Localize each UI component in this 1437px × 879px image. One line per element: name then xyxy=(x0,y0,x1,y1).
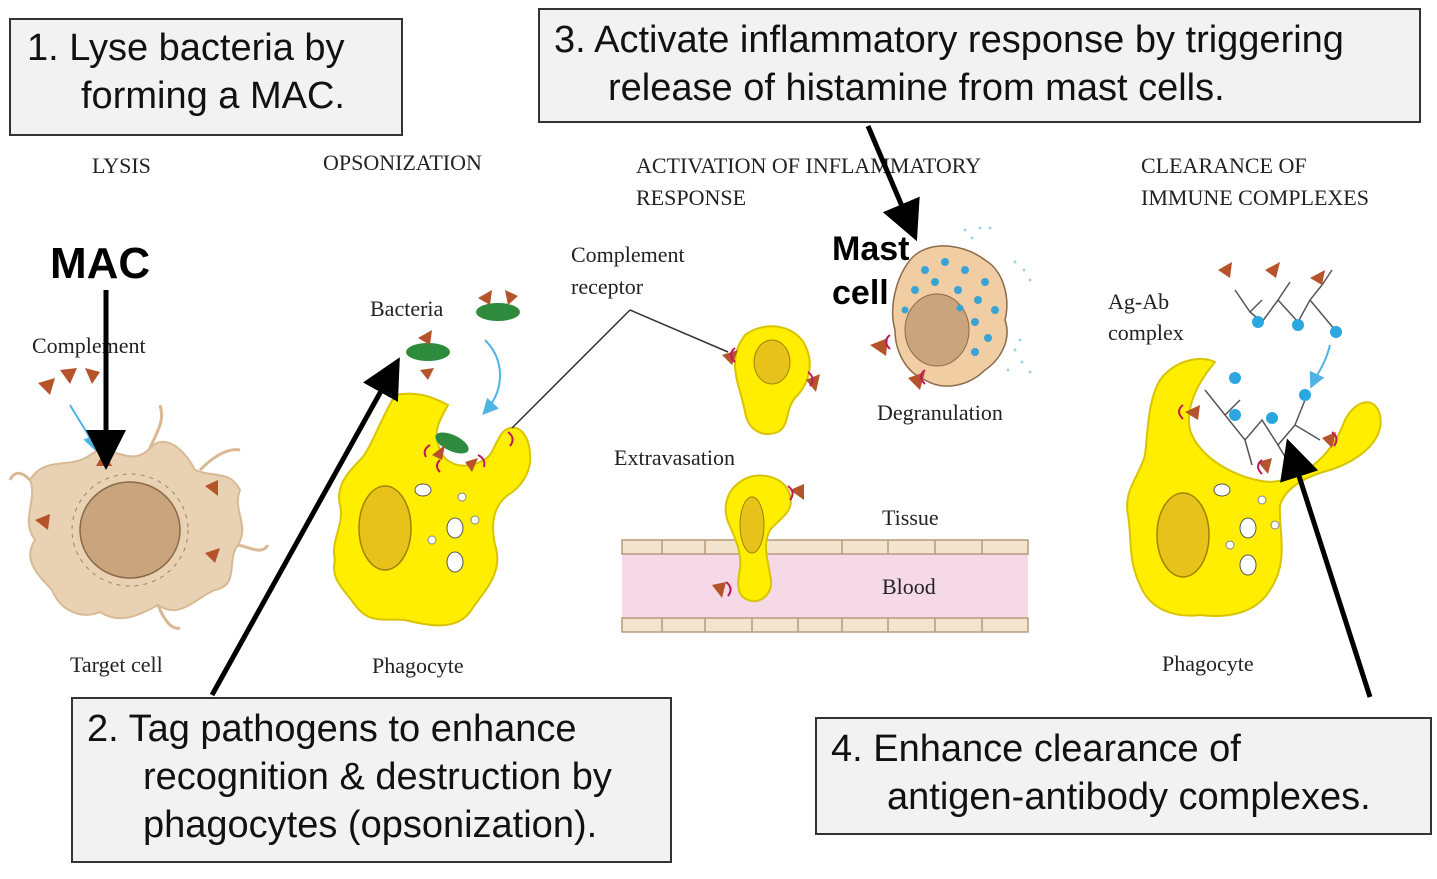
label-phagocyte-2: Phagocyte xyxy=(1162,651,1254,676)
label-complement-receptor-line2: receptor xyxy=(571,274,644,299)
opsonization-arrow xyxy=(209,357,400,697)
callout-inflammation-line1: 3. Activate inflammatory response by tri… xyxy=(554,19,1344,61)
callout-lysis-line2: forming a MAC. xyxy=(81,75,345,117)
label-complement: Complement xyxy=(32,333,146,358)
callout-opsonization-line1: 2. Tag pathogens to enhance xyxy=(87,708,577,750)
callout-inflammation-line2: release of histamine from mast cells. xyxy=(608,67,1225,109)
complement-on-phagocyte xyxy=(432,445,478,472)
label-degranulation: Degranulation xyxy=(877,400,1003,425)
section-lysis: LYSIS xyxy=(92,153,151,178)
section-activation-line2: RESPONSE xyxy=(636,185,746,210)
section-clearance-line2: IMMUNE COMPLEXES xyxy=(1141,185,1369,210)
label-mast-cell-line2: cell xyxy=(832,274,889,312)
label-blood: Blood xyxy=(882,574,936,599)
phagocyte-opsonization xyxy=(332,392,532,627)
callout-clearance-line2: antigen-antibody complexes. xyxy=(887,776,1371,818)
section-clearance-line1: CLEARANCE OF xyxy=(1141,153,1307,178)
label-bacteria: Bacteria xyxy=(370,296,444,321)
callout-opsonization-line3: phagocytes (opsonization). xyxy=(143,804,598,846)
mast-cell-arrow xyxy=(865,125,920,242)
callout-inflammation: 3. Activate inflammatory response by tri… xyxy=(538,8,1421,123)
label-complement-receptor-line1: Complement xyxy=(571,242,685,267)
callout-lysis: 1. Lyse bacteria by forming a MAC. xyxy=(9,18,403,136)
section-activation-line1: ACTIVATION OF INFLAMMATORY xyxy=(636,153,981,178)
receptor-pointer-lines xyxy=(511,309,729,429)
label-ag-ab-line2: complex xyxy=(1108,320,1184,345)
section-opsonization: OPSONIZATION xyxy=(323,150,482,175)
callout-opsonization-line2: recognition & destruction by xyxy=(143,756,612,798)
clearance-arrow xyxy=(1280,438,1373,698)
target-cell xyxy=(8,404,270,630)
label-mac: MAC xyxy=(50,239,150,288)
extravasating-cell xyxy=(712,474,804,603)
cell-in-tissue xyxy=(722,325,820,435)
label-mast-cell-line1: Mast xyxy=(832,230,909,268)
label-tissue: Tissue xyxy=(882,505,939,530)
blood-vessel xyxy=(621,539,1029,633)
complement-clearance xyxy=(1185,262,1336,474)
phagocyte-clearance xyxy=(1126,358,1382,617)
callout-lysis-line1: 1. Lyse bacteria by xyxy=(27,27,345,69)
callout-clearance-line1: 4. Enhance clearance of xyxy=(831,728,1241,770)
label-ag-ab-line1: Ag-Ab xyxy=(1108,289,1169,314)
callout-clearance: 4. Enhance clearance of antigen-antibody… xyxy=(815,717,1432,835)
label-extravasation: Extravasation xyxy=(614,445,735,470)
antigen-dots xyxy=(1229,316,1342,424)
mast-cell xyxy=(870,226,1032,390)
label-target-cell: Target cell xyxy=(70,652,163,677)
receptors-opsonization xyxy=(423,431,514,473)
label-phagocyte-1: Phagocyte xyxy=(372,653,464,678)
callout-opsonization: 2. Tag pathogens to enhance recognition … xyxy=(71,697,672,863)
bacteria-group xyxy=(406,290,520,380)
immune-complexes xyxy=(1204,269,1336,466)
